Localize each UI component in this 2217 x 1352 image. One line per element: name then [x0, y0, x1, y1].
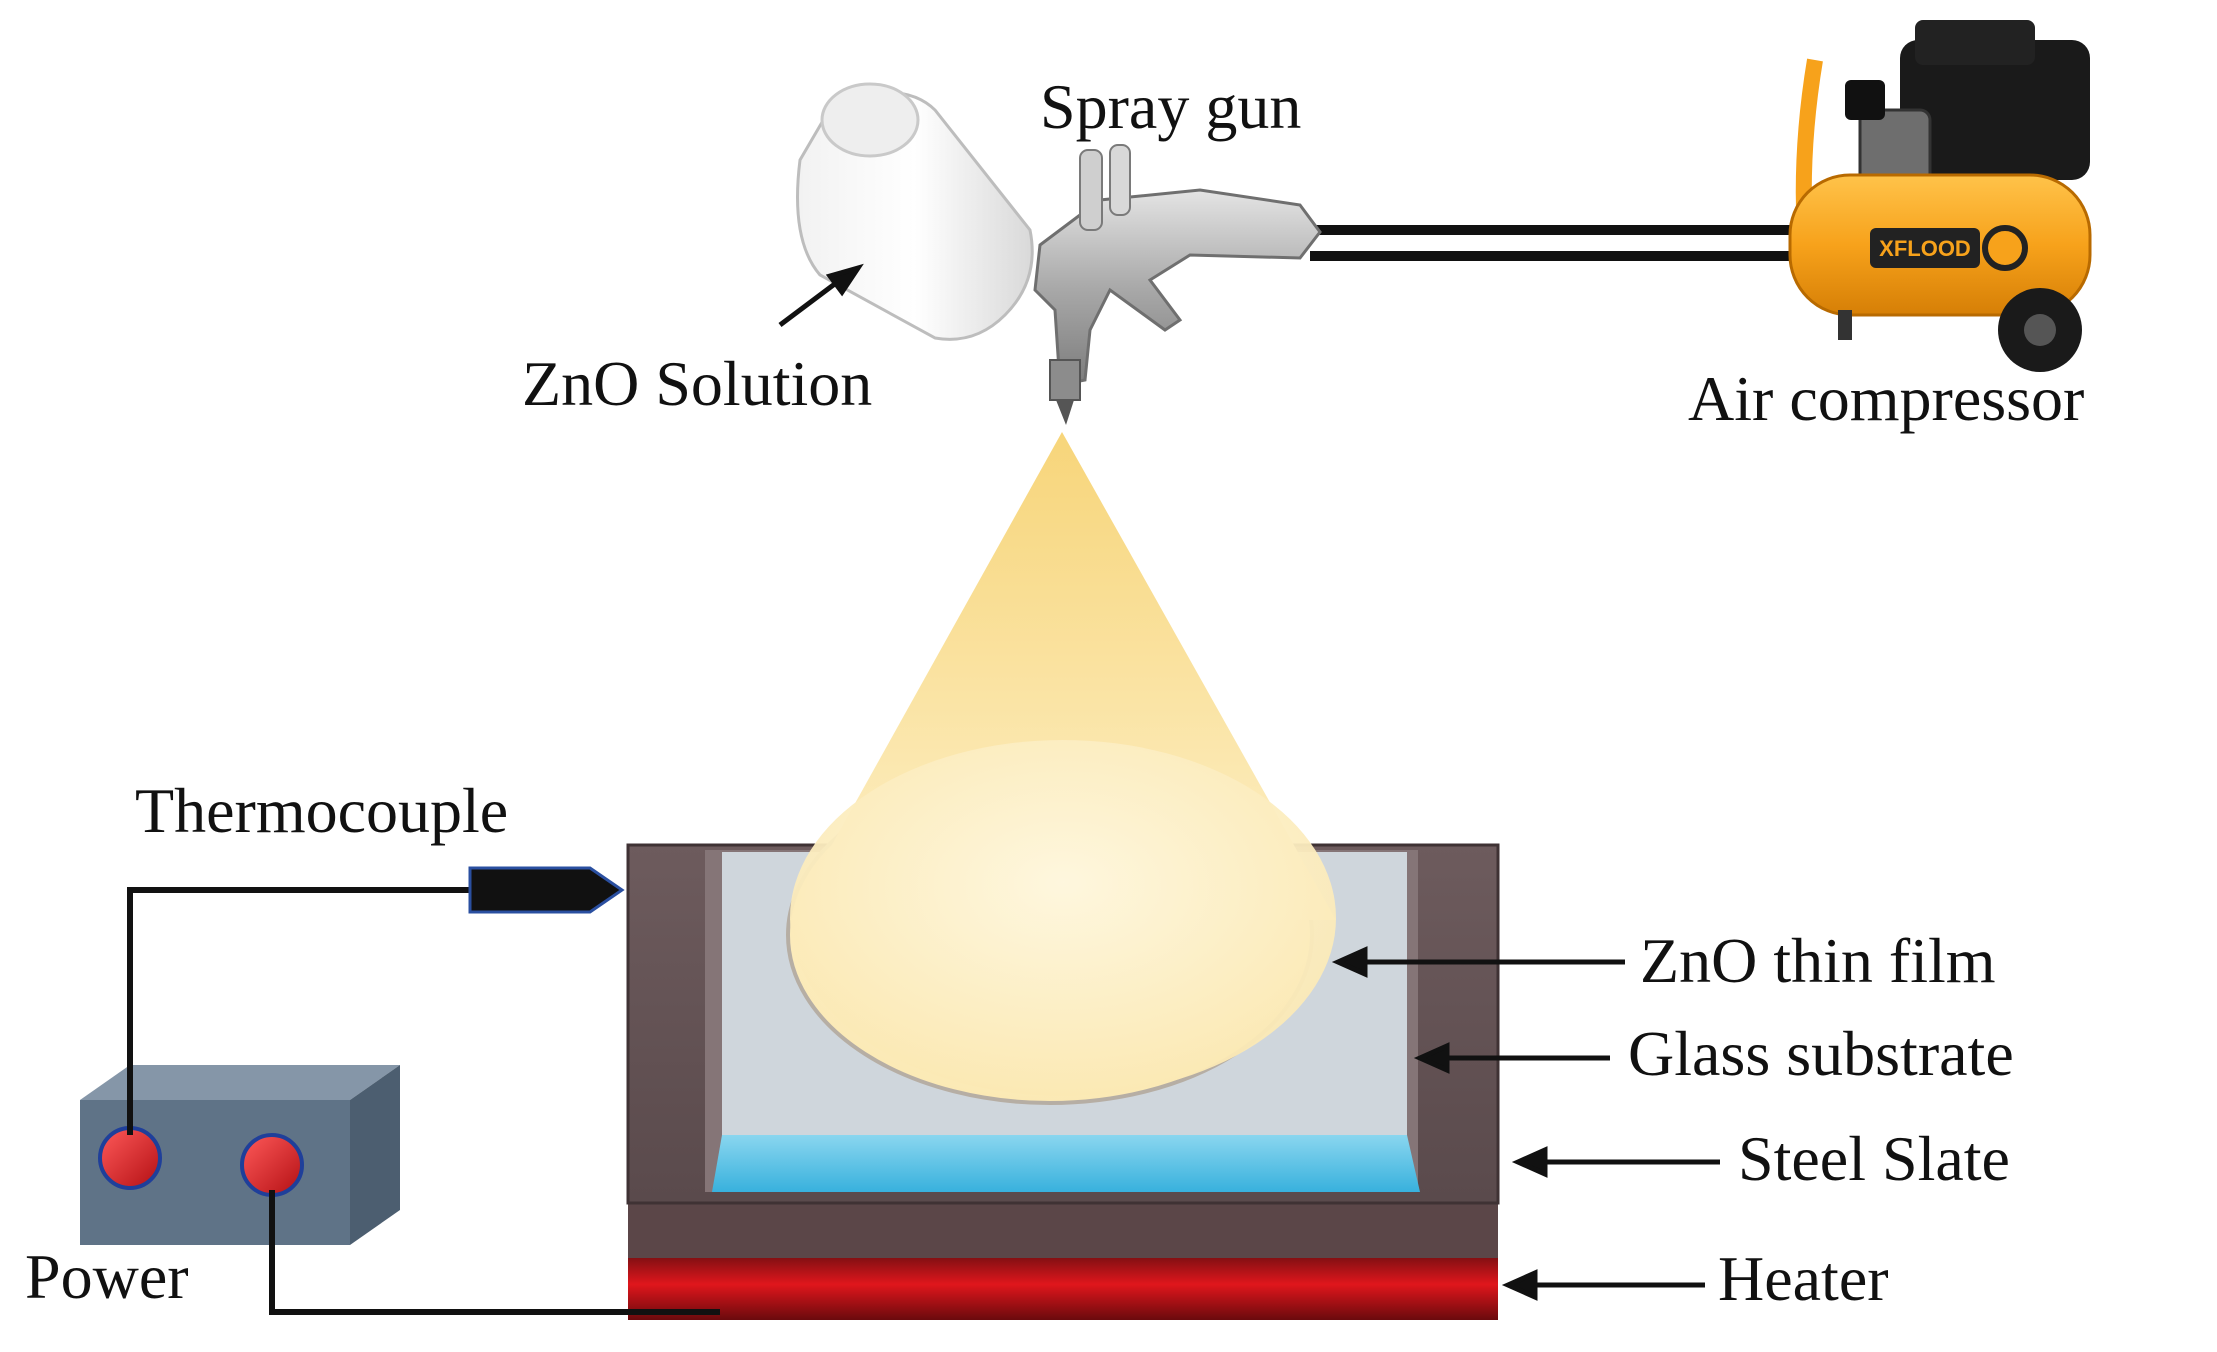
fan-icon [1982, 225, 2028, 271]
label-zno-thin-film: ZnO thin film [1640, 925, 1996, 996]
label-power: Power [25, 1241, 189, 1312]
arrow-zno-solution [825, 263, 864, 297]
power-supply [80, 1065, 400, 1245]
label-spray-gun: Spray gun [1040, 71, 1301, 142]
wires [127, 887, 720, 1315]
power-knob-right [240, 1133, 304, 1197]
label-steel-slate: Steel Slate [1738, 1123, 2010, 1194]
arrow-glass-substrate [1413, 1042, 1450, 1074]
slate-base [628, 1200, 1498, 1258]
arrow-zno-thin-film [1331, 946, 1368, 978]
spray-gun [796, 82, 1322, 425]
blue-layer [712, 1135, 1420, 1192]
label-zno-solution: ZnO Solution [522, 348, 872, 419]
heater-wire [269, 1190, 720, 1315]
label-glass-substrate: Glass substrate [1628, 1018, 2014, 1089]
thermocouple-wire [127, 887, 475, 1135]
heater-plate [628, 1255, 1498, 1320]
compressor-brand-text: XFLOOD [1879, 236, 1971, 261]
label-heater: Heater [1718, 1243, 1889, 1314]
annotation-arrows [778, 263, 1720, 1301]
spray-cone-base [790, 740, 1336, 1096]
arrow-heater [1501, 1269, 1538, 1301]
gun-body [1033, 188, 1322, 387]
thermocouple-probe [468, 866, 625, 914]
air-hose [1310, 225, 1790, 261]
power-knob-left [98, 1126, 162, 1190]
arrow-steel-slate [1511, 1146, 1548, 1178]
label-air-compressor: Air compressor [1688, 363, 2084, 434]
label-thermocouple: Thermocouple [135, 775, 508, 846]
compressor-motor [1900, 40, 2090, 180]
air-compressor: XFLOOD [1788, 20, 2092, 372]
